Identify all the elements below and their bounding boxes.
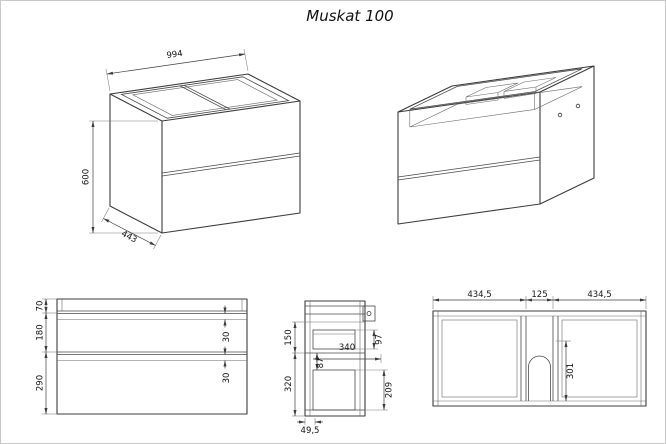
dim-right-section: 434,5 — [587, 290, 611, 300]
dim-center-section: 125 — [531, 290, 547, 300]
dim-lower-drawer: 290 — [36, 375, 46, 391]
page-title: Muskat 100 — [306, 7, 393, 25]
siphon-cutout — [528, 355, 551, 401]
dim-rail-gap: 87 — [316, 358, 326, 369]
iso-right-top-interior — [409, 68, 583, 128]
iso-left-dimensions: 994 600 443 — [82, 49, 249, 250]
dim-slide-length: 340 — [339, 343, 355, 353]
dim-left-section: 434,5 — [467, 290, 491, 300]
front-elevation: 70 180 290 30 30 — [36, 298, 248, 415]
dim-lower-section: 320 — [284, 376, 294, 392]
dim-bottom-offset: 49,5 — [301, 426, 320, 436]
carcass-dimensions: 434,5 125 434,5 301 — [432, 290, 647, 402]
dim-upper-section: 150 — [284, 329, 294, 345]
dim-lower-box: 209 — [385, 382, 395, 398]
carcass-outline — [432, 310, 647, 407]
dim-upper-box: 97 — [375, 334, 385, 345]
iso-view-back-right — [397, 65, 595, 225]
dim-width: 994 — [166, 49, 184, 61]
dim-depth: 443 — [119, 229, 138, 245]
dim-lower-inset: 30 — [222, 373, 232, 384]
iso-view-front-left: 994 600 443 — [82, 49, 301, 250]
iso-left-outline — [109, 73, 301, 234]
iso-right-outline — [397, 65, 595, 225]
front-elevation-dimensions: 70 180 290 30 30 — [36, 298, 232, 415]
dim-height: 600 — [82, 169, 92, 185]
carcass-elevation: 434,5 125 434,5 301 — [432, 290, 647, 407]
dim-upper-inset: 30 — [222, 332, 232, 343]
iso-right-side-holes — [557, 103, 581, 118]
iso-left-top-interior — [120, 76, 290, 119]
dim-cutout-height: 301 — [566, 363, 576, 379]
dim-top-rail: 70 — [36, 301, 46, 312]
side-section: 150 320 49,5 340 87 97 209 — [284, 300, 395, 436]
front-elevation-outline — [56, 298, 248, 415]
side-section-dimensions: 150 320 49,5 340 87 97 209 — [284, 321, 395, 436]
dim-upper-drawer: 180 — [36, 324, 46, 340]
